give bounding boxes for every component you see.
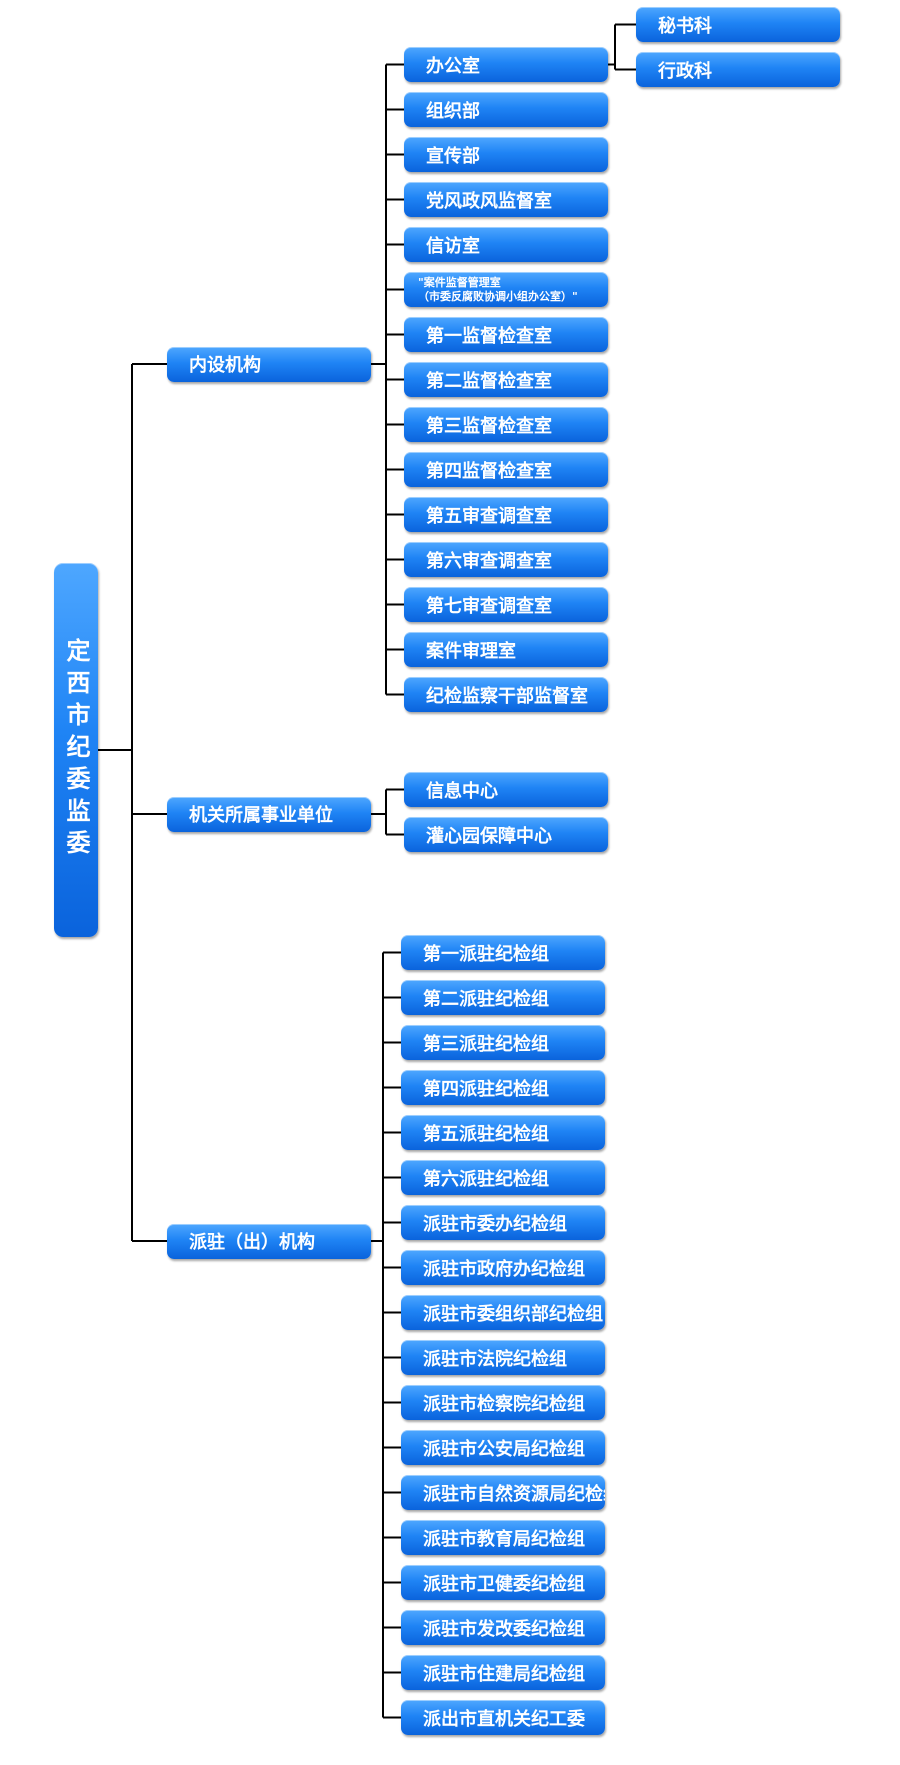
group-node-1: 机关所属事业单位 xyxy=(167,796,371,832)
group-node-0: 内设机构 xyxy=(167,346,371,382)
unit-node-2-0: 第一派驻纪检组 xyxy=(401,935,605,970)
unit-node-2-5: 第六派驻纪检组 xyxy=(401,1160,605,1195)
unit-node-0-13-label: 案件审理室 xyxy=(426,640,516,662)
unit-node-0-3-label: 党风政风监督室 xyxy=(426,190,552,212)
unit-node-0-9-label: 第四监督检查室 xyxy=(426,460,552,482)
unit-node-2-14: 派驻市卫健委纪检组 xyxy=(401,1565,605,1600)
unit-node-0-7-label: 第二监督检查室 xyxy=(426,370,552,392)
unit-node-2-16-label: 派驻市住建局纪检组 xyxy=(423,1663,585,1685)
unit-node-0-2-label: 宣传部 xyxy=(426,145,480,167)
unit-node-2-8: 派驻市委组织部纪检组 xyxy=(401,1295,605,1330)
unit-node-0-1: 组织部 xyxy=(404,92,608,127)
unit-node-2-0-label: 第一派驻纪检组 xyxy=(423,943,549,965)
unit-node-0-8-label: 第三监督检查室 xyxy=(426,415,552,437)
unit-node-2-12: 派驻市自然资源局纪检组 xyxy=(401,1475,605,1510)
unit-node-2-15: 派驻市发改委纪检组 xyxy=(401,1610,605,1645)
unit-node-2-16: 派驻市住建局纪检组 xyxy=(401,1655,605,1690)
unit-node-2-13-label: 派驻市教育局纪检组 xyxy=(423,1528,585,1550)
group-node-1-label: 机关所属事业单位 xyxy=(189,805,333,826)
unit-node-2-9-label: 派驻市法院纪检组 xyxy=(423,1348,567,1370)
unit-node-0-13: 案件审理室 xyxy=(404,632,608,667)
unit-node-2-2-label: 第三派驻纪检组 xyxy=(423,1033,549,1055)
unit-node-2-1-label: 第二派驻纪检组 xyxy=(423,988,549,1010)
unit-node-0-4-label: 信访室 xyxy=(426,235,480,257)
unit-node-2-9: 派驻市法院纪检组 xyxy=(401,1340,605,1375)
sub-unit-node-1-label: 行政科 xyxy=(658,60,712,82)
unit-node-1-0: 信息中心 xyxy=(404,772,608,807)
unit-node-0-10-label: 第五审查调查室 xyxy=(426,505,552,527)
unit-node-2-1: 第二派驻纪检组 xyxy=(401,980,605,1015)
unit-node-0-3: 党风政风监督室 xyxy=(404,182,608,217)
sub-unit-node-0: 秘书科 xyxy=(636,7,840,42)
sub-unit-node-1: 行政科 xyxy=(636,52,840,87)
unit-node-2-6-label: 派驻市委办纪检组 xyxy=(423,1213,567,1235)
unit-node-0-5-label: "案件监督管理室 （市委反腐败协调小组办公室）" xyxy=(418,275,578,303)
unit-node-2-4: 第五派驻纪检组 xyxy=(401,1115,605,1150)
unit-node-0-9: 第四监督检查室 xyxy=(404,452,608,487)
unit-node-2-8-label: 派驻市委组织部纪检组 xyxy=(423,1303,603,1325)
group-node-2-label: 派驻（出）机构 xyxy=(189,1232,315,1253)
unit-node-1-1-label: 灌心园保障中心 xyxy=(426,825,552,847)
unit-node-2-11-label: 派驻市公安局纪检组 xyxy=(423,1438,585,1460)
unit-node-0-1-label: 组织部 xyxy=(426,100,480,122)
root-node: 定西市纪委监委 xyxy=(54,563,98,937)
unit-node-0-6-label: 第一监督检查室 xyxy=(426,325,552,347)
unit-node-1-0-label: 信息中心 xyxy=(426,780,498,802)
unit-node-0-12: 第七审查调查室 xyxy=(404,587,608,622)
unit-node-0-0-label: 办公室 xyxy=(426,55,480,77)
unit-node-0-2: 宣传部 xyxy=(404,137,608,172)
unit-node-2-10-label: 派驻市检察院纪检组 xyxy=(423,1393,585,1415)
unit-node-0-7: 第二监督检查室 xyxy=(404,362,608,397)
unit-node-2-13: 派驻市教育局纪检组 xyxy=(401,1520,605,1555)
unit-node-2-11: 派驻市公安局纪检组 xyxy=(401,1430,605,1465)
unit-node-0-6: 第一监督检查室 xyxy=(404,317,608,352)
unit-node-2-10: 派驻市检察院纪检组 xyxy=(401,1385,605,1420)
unit-node-2-6: 派驻市委办纪检组 xyxy=(401,1205,605,1240)
unit-node-0-0: 办公室 xyxy=(404,47,608,82)
unit-node-0-8: 第三监督检查室 xyxy=(404,407,608,442)
unit-node-2-17: 派出市直机关纪工委 xyxy=(401,1700,605,1735)
unit-node-2-15-label: 派驻市发改委纪检组 xyxy=(423,1618,585,1640)
unit-node-0-14-label: 纪检监察干部监督室 xyxy=(426,685,588,707)
unit-node-2-3: 第四派驻纪检组 xyxy=(401,1070,605,1105)
unit-node-2-3-label: 第四派驻纪检组 xyxy=(423,1078,549,1100)
unit-node-1-1: 灌心园保障中心 xyxy=(404,817,608,852)
unit-node-0-11: 第六审查调查室 xyxy=(404,542,608,577)
unit-node-2-5-label: 第六派驻纪检组 xyxy=(423,1168,549,1190)
unit-node-2-2: 第三派驻纪检组 xyxy=(401,1025,605,1060)
unit-node-0-11-label: 第六审查调查室 xyxy=(426,550,552,572)
sub-unit-node-0-label: 秘书科 xyxy=(658,15,712,37)
unit-node-2-14-label: 派驻市卫健委纪检组 xyxy=(423,1573,585,1595)
unit-node-2-7-label: 派驻市政府办纪检组 xyxy=(423,1258,585,1280)
group-node-2: 派驻（出）机构 xyxy=(167,1223,371,1259)
unit-node-0-12-label: 第七审查调查室 xyxy=(426,595,552,617)
unit-node-0-14: 纪检监察干部监督室 xyxy=(404,677,608,712)
unit-node-0-10: 第五审查调查室 xyxy=(404,497,608,532)
unit-node-0-5: "案件监督管理室 （市委反腐败协调小组办公室）" xyxy=(404,272,608,307)
unit-node-2-7: 派驻市政府办纪检组 xyxy=(401,1250,605,1285)
unit-node-2-12-label: 派驻市自然资源局纪检组 xyxy=(423,1483,605,1505)
root-node-label: 定西市纪委监委 xyxy=(62,638,90,862)
group-node-0-label: 内设机构 xyxy=(189,355,261,376)
unit-node-2-4-label: 第五派驻纪检组 xyxy=(423,1123,549,1145)
unit-node-2-17-label: 派出市直机关纪工委 xyxy=(423,1708,585,1730)
unit-node-0-4: 信访室 xyxy=(404,227,608,262)
